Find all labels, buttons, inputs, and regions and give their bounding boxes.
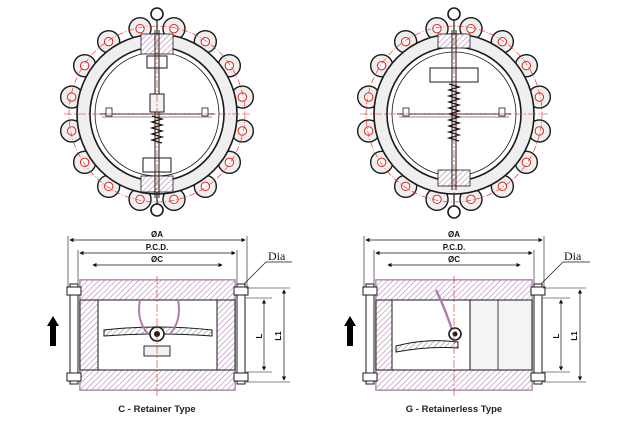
dim-label-outer: ØA (448, 230, 460, 239)
bolt-hole (103, 36, 114, 47)
dim-label-bolt-dia: Dia (268, 249, 286, 263)
bolt-hole (66, 126, 77, 136)
bolt-hole (497, 181, 508, 192)
bolt-hole (79, 157, 90, 168)
lifting-eye-icon (447, 7, 461, 34)
dim-label-length1: L1 (274, 331, 283, 341)
bolt-hole (376, 60, 387, 71)
flow-direction-arrow-icon (47, 316, 59, 346)
front-view-retainerless-type (356, 7, 552, 219)
caption-retainerless-type: G - Retainerless Type (406, 404, 502, 415)
bolt-hole (237, 92, 248, 102)
bolt-hole (224, 157, 235, 168)
bolt-hole (169, 194, 179, 205)
bolt-hole (135, 23, 145, 34)
lifting-eye-icon (150, 192, 164, 217)
dim-label-length1: L1 (570, 331, 579, 341)
front-view-retainer-type (59, 7, 255, 217)
dimension-outer-diameter: ØA (67, 230, 248, 292)
bolt-hole (497, 36, 508, 47)
dim-label-length: L (255, 333, 264, 338)
section-view-retainerless-type: ØA P.C.D. ØC Dia (344, 230, 590, 415)
bolt-hole (66, 92, 77, 102)
dimension-inner-diameter: ØC (92, 255, 223, 268)
dim-label-pcd: P.C.D. (443, 243, 466, 252)
bolt-hole (376, 157, 387, 168)
caption-retainer-type: C - Retainer Type (118, 404, 195, 415)
bolt-hole (466, 23, 476, 34)
bolt-hole (237, 126, 248, 136)
bolt-hole (400, 181, 411, 192)
bolt-hole (200, 36, 211, 47)
bolt-hole (466, 194, 476, 205)
bolt-hole (224, 60, 235, 71)
bolt-hole (432, 23, 442, 34)
lifting-eye-icon (150, 7, 164, 34)
bolt-hole (79, 60, 90, 71)
dim-label-pcd: P.C.D. (146, 243, 169, 252)
bolt-hole (521, 60, 532, 71)
dim-label-inner: ØC (151, 255, 163, 264)
bolt-hole (103, 181, 114, 192)
dim-label-bolt-dia: Dia (564, 249, 582, 263)
bolt-hole (534, 126, 545, 136)
dim-label-outer: ØA (151, 230, 163, 239)
bolt-hole (363, 126, 374, 136)
bolt-hole (363, 92, 374, 102)
dim-label-inner: ØC (448, 255, 460, 264)
dimension-inner-diameter: ØC (387, 255, 521, 268)
bolt-hole (534, 92, 545, 102)
lug-ring (356, 16, 552, 212)
dim-label-length: L (552, 333, 561, 338)
section-view-retainer-type: ØA P.C.D. ØC Dia (47, 230, 292, 415)
flow-direction-arrow-icon (344, 316, 356, 346)
bolt-hole (432, 194, 442, 205)
bolt-hole (521, 157, 532, 168)
bolt-hole (400, 36, 411, 47)
bolt-hole (169, 23, 179, 34)
lifting-eye-icon (447, 194, 461, 219)
dimension-outer-diameter: ØA (363, 230, 545, 292)
bolt-hole (200, 181, 211, 192)
bolt-hole (135, 194, 145, 205)
